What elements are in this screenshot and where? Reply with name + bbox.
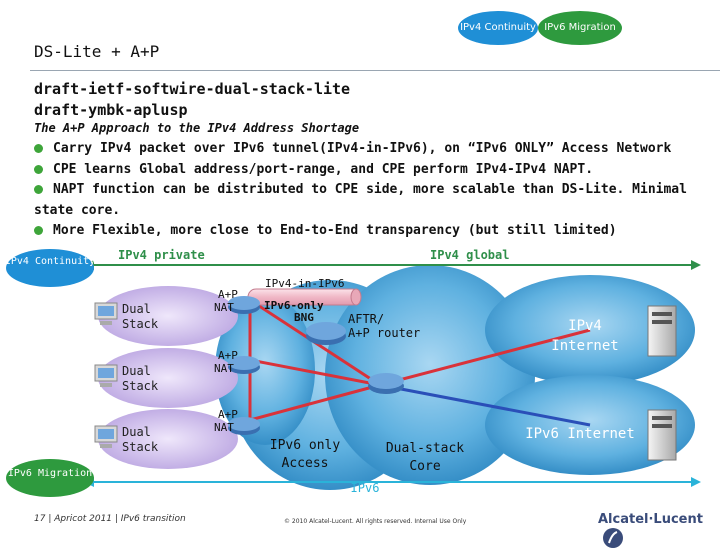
bullet-item: Carry IPv4 packet over IPv6 tunnel(IPv4-…: [34, 139, 704, 160]
computer-icon: [94, 425, 118, 448]
server-icon: [647, 409, 677, 461]
dual-stack-core-cloud: [325, 265, 535, 485]
title-divider: [30, 70, 720, 71]
blue-link: [379, 383, 591, 427]
bullet-dot-icon: [34, 164, 43, 174]
ipv6-migration-pill: IPv6 Migration: [538, 11, 622, 45]
bullet-dot-icon: [34, 144, 43, 153]
left-pill-ipv6-text: IPv6 Migration: [8, 468, 92, 479]
host-blobs: [98, 286, 238, 469]
ipv6-migration-label: IPv6 Migration: [544, 22, 616, 33]
subtitle: The A+P Approach to the IPv4 Address Sho…: [34, 121, 360, 135]
draft-name-1: draft-ietf-softwire-dual-stack-lite: [34, 80, 351, 98]
page-title: DS-Lite + A+P: [34, 42, 160, 61]
bullet-dot-icon: [34, 226, 43, 235]
ipv6-span-arrow: [84, 477, 701, 487]
left-ipv4-pill: [6, 249, 94, 287]
computer-icon: [94, 364, 118, 387]
footer-copyright: © 2010 Alcatel-Lucent. All rights reserv…: [284, 518, 467, 525]
ipv4-continuity-label: IPv4 Continuity: [460, 22, 536, 33]
tunnel-label: IPv4-in-IPv6: [265, 277, 344, 290]
alcatel-lucent-logo: Alcatel·Lucent: [598, 512, 720, 549]
router-icon: [368, 373, 404, 394]
ipv4-continuity-pill: IPv4 Continuity: [458, 11, 538, 45]
bullet-dot-icon: [34, 185, 43, 194]
aftr-label: AFTR/A+P router: [348, 312, 420, 340]
left-ipv6-pill: [6, 459, 94, 497]
left-pill-ipv4-text: IPv4 Continuity: [5, 256, 95, 267]
bullet-list: Carry IPv4 packet over IPv6 tunnel(IPv4-…: [34, 139, 704, 242]
footer-slide-info: 17 | Apricot 2011 | IPv6 transition: [34, 514, 186, 524]
ipv4-private-label: IPv4 private: [118, 248, 205, 262]
router-icon: [306, 322, 346, 345]
alcatel-lucent-logo-icon: [603, 528, 623, 548]
server-icon: [647, 305, 677, 357]
nat-device-icon: [228, 417, 260, 435]
ipv6-internet-label: IPv6 Internet: [525, 426, 635, 442]
bullet-item: CPE learns Global address/port-range, an…: [34, 160, 704, 181]
nat-device-icon: [228, 356, 260, 374]
ipv4-global-label: IPv4 global: [430, 248, 509, 262]
nat-device-icon: [228, 296, 260, 314]
draft-name-2: draft-ymbk-aplusp: [34, 101, 188, 119]
computer-icon: [94, 302, 118, 325]
ipv6-bottom-label: IPv6: [351, 481, 380, 495]
bullet-item: NAPT function can be distributed to CPE …: [34, 182, 687, 218]
bullet-item: More Flexible, more close to End-to-End …: [34, 221, 704, 242]
